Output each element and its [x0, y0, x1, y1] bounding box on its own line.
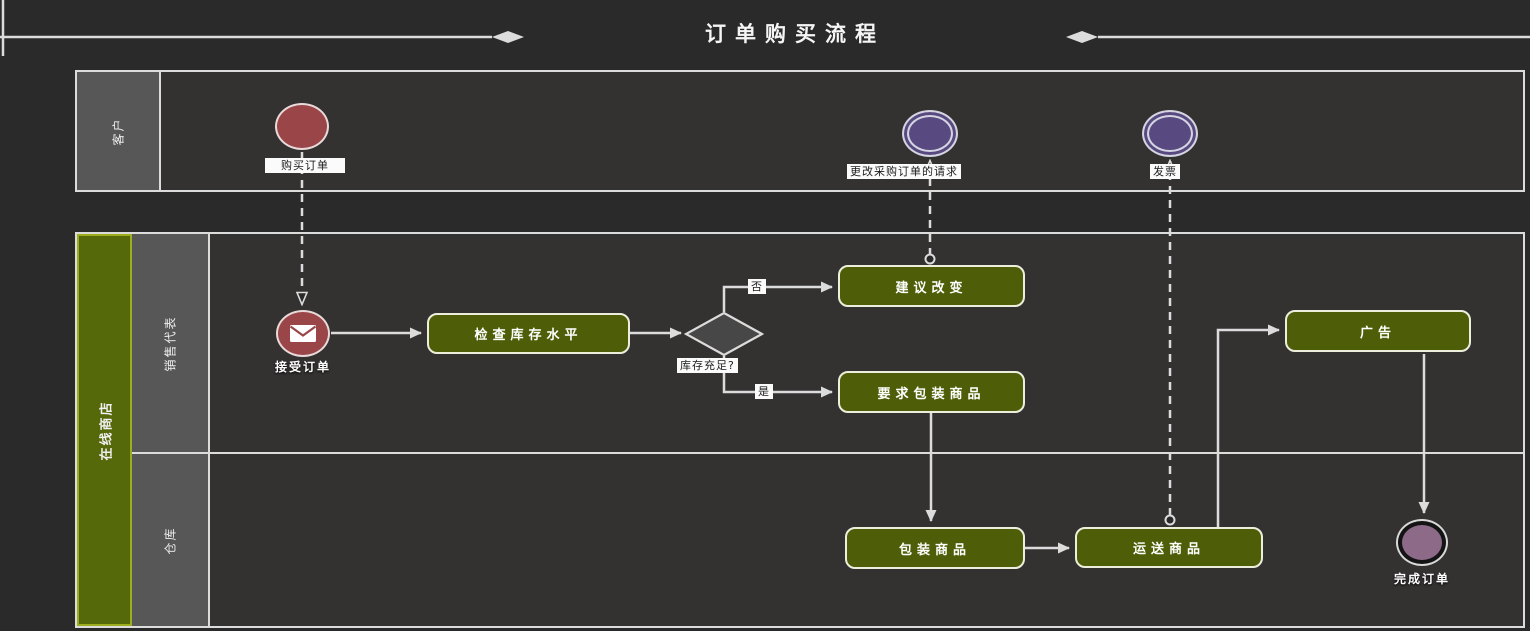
end-event-complete-order-label: 完成订单: [1393, 572, 1450, 586]
gateway-inventory-sufficient[interactable]: [683, 311, 765, 357]
message-flow-origin-dot-ship: [1164, 514, 1176, 526]
lane-divider: [210, 452, 1523, 454]
gateway-branch-no-label: 否: [748, 279, 766, 294]
intermediate-event-change-request[interactable]: [902, 110, 958, 157]
title-diamond-left: [492, 31, 524, 43]
lane-label-column: 销售代表 仓库: [132, 234, 210, 626]
message-flow-origin-dot-suggest: [924, 253, 936, 265]
diagram-title: 订单购买流程: [705, 21, 885, 46]
task-check-inventory[interactable]: 检查库存水平: [427, 313, 630, 354]
title-diamond-right: [1066, 31, 1098, 43]
task-ship-goods-label: 运送商品: [1132, 542, 1205, 557]
flow-gateway-yes-to-request-pack[interactable]: [722, 356, 833, 398]
lane-divider-in-column: [132, 452, 208, 454]
task-request-packaging-label: 要求包装商品: [877, 386, 986, 402]
intermediate-event-invoice[interactable]: [1142, 110, 1198, 157]
intermediate-event-change-request-label: 更改采购订单的请求: [847, 164, 961, 179]
task-check-inventory-label: 检查库存水平: [474, 328, 583, 343]
task-suggest-change[interactable]: 建议改变: [838, 265, 1025, 307]
task-ship-goods[interactable]: 运送商品: [1075, 527, 1263, 568]
task-package-goods[interactable]: 包装商品: [845, 527, 1025, 569]
task-advertisement[interactable]: 广告: [1285, 310, 1471, 352]
start-event-purchase-order[interactable]: [275, 103, 329, 150]
gateway-question-label: 库存充足?: [677, 358, 738, 373]
message-event-receive-order[interactable]: [276, 310, 330, 357]
gateway-diamond-icon: [683, 311, 765, 357]
pool-online-store[interactable]: 在线商店 销售代表 仓库: [75, 232, 1525, 628]
task-advertisement-label: 广告: [1359, 325, 1396, 341]
start-event-purchase-order-label: 购买订单: [265, 158, 345, 173]
task-request-packaging[interactable]: 要求包装商品: [838, 371, 1025, 413]
flow-gateway-no-to-suggest[interactable]: [722, 281, 833, 312]
pool-customer-header[interactable]: 客户: [77, 72, 161, 190]
end-event-complete-order[interactable]: [1398, 521, 1446, 564]
task-suggest-change-label: 建议改变: [895, 280, 968, 296]
flow-ship-to-ad[interactable]: [1216, 324, 1280, 527]
envelope-icon: [289, 325, 317, 342]
gateway-branch-yes-label: 是: [755, 384, 773, 399]
intermediate-event-invoice-label: 发票: [1150, 164, 1180, 179]
message-event-receive-order-label: 接受订单: [274, 360, 331, 374]
pool-online-store-titlebar[interactable]: 在线商店: [77, 234, 132, 626]
task-package-goods-label: 包装商品: [898, 542, 971, 558]
